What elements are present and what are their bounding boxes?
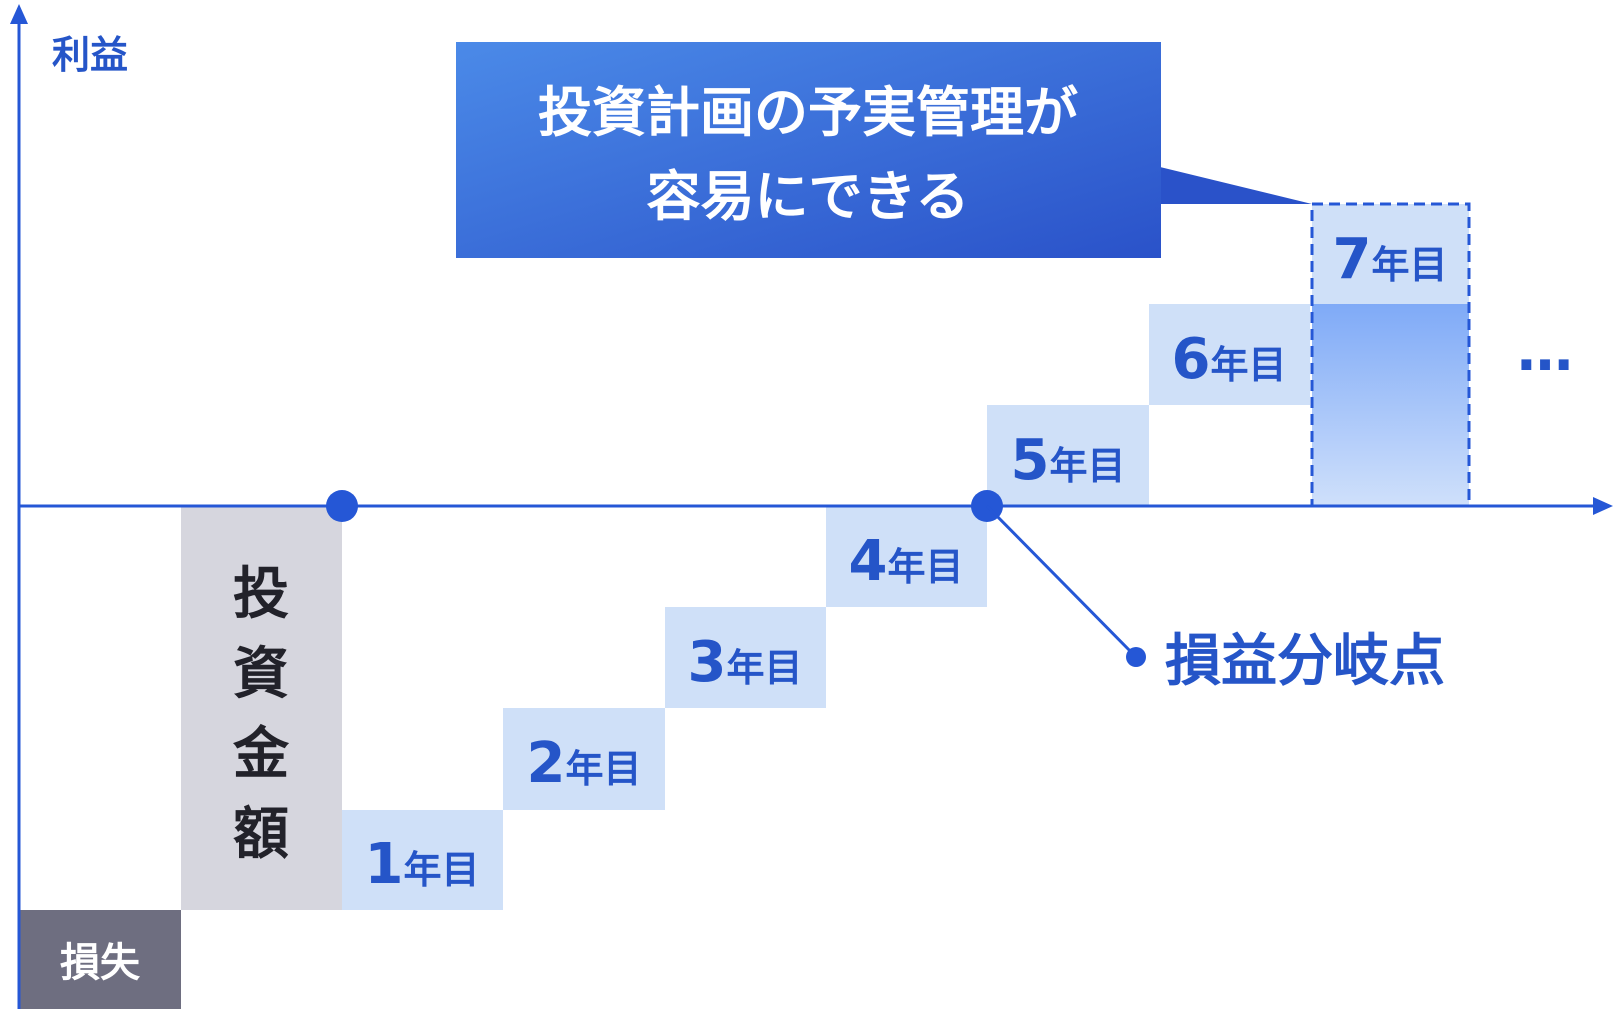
- loss-block: [19, 910, 181, 1009]
- loss-label: 損失: [60, 940, 141, 986]
- year-1-label: 1年目: [365, 832, 480, 897]
- year-1-step: [342, 810, 503, 910]
- break-even-leader-line: [985, 504, 1138, 659]
- year-2-step: [503, 708, 665, 810]
- year-4-step: [826, 506, 987, 607]
- year-3-label: 3年目: [688, 630, 803, 695]
- year-3-step: [665, 607, 826, 708]
- year-2-label: 2年目: [527, 731, 642, 796]
- investment-char-1: 投: [233, 562, 289, 627]
- investment-char-3: 金: [232, 722, 290, 787]
- break-even-leader-dot: [1126, 647, 1146, 667]
- break-even-label: 損益分岐点: [1165, 629, 1445, 694]
- x-axis-arrow-icon: [1593, 497, 1613, 515]
- investment-char-2: 資: [233, 642, 289, 707]
- year-6-step: [1149, 304, 1310, 405]
- y-axis-arrow-icon: [10, 4, 28, 24]
- callout-pointer: [1160, 167, 1312, 204]
- ellipsis: …: [1517, 319, 1573, 384]
- investment-block: [181, 506, 342, 910]
- year-7-highlight: [1312, 304, 1469, 506]
- year-5-label: 5年目: [1011, 428, 1126, 493]
- investment-recovery-dot: [326, 490, 358, 522]
- investment-char-4: 額: [233, 802, 289, 867]
- year-5-step: [987, 405, 1149, 506]
- year-4-label: 4年目: [849, 529, 964, 594]
- y-axis-label: 利益: [52, 33, 128, 77]
- callout-line-2: 容易にできる: [647, 165, 970, 228]
- year-7-label: 7年目: [1333, 227, 1448, 292]
- year-6-label: 6年目: [1172, 327, 1287, 392]
- callout-box: [456, 42, 1161, 258]
- year-7-label-box: [1312, 204, 1469, 304]
- callout-line-1: 投資計画の予実管理が: [538, 81, 1078, 144]
